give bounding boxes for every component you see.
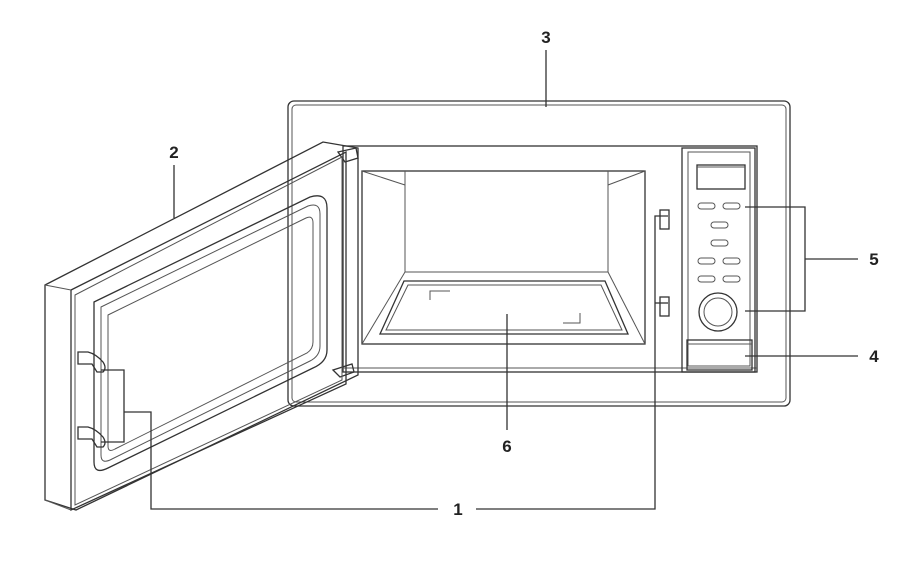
callout-6: 6 [502,437,511,456]
leader-lines [101,50,858,510]
door-release-button [686,339,753,371]
control-buttons [697,202,741,283]
glass-tray [378,280,629,335]
oven-body [342,145,758,373]
control-dial [698,292,738,332]
callout-5: 5 [869,250,878,269]
callout-4: 4 [869,347,879,366]
oven-cavity [361,170,646,345]
oven-door [44,141,359,512]
door-latches [77,351,106,448]
door-lock-slots [659,209,670,317]
trim-frame [287,100,791,407]
callout-1: 1 [453,500,462,519]
control-panel [681,147,756,373]
callout-3: 3 [541,28,550,47]
display-window [696,164,746,190]
callout-2: 2 [169,143,178,162]
